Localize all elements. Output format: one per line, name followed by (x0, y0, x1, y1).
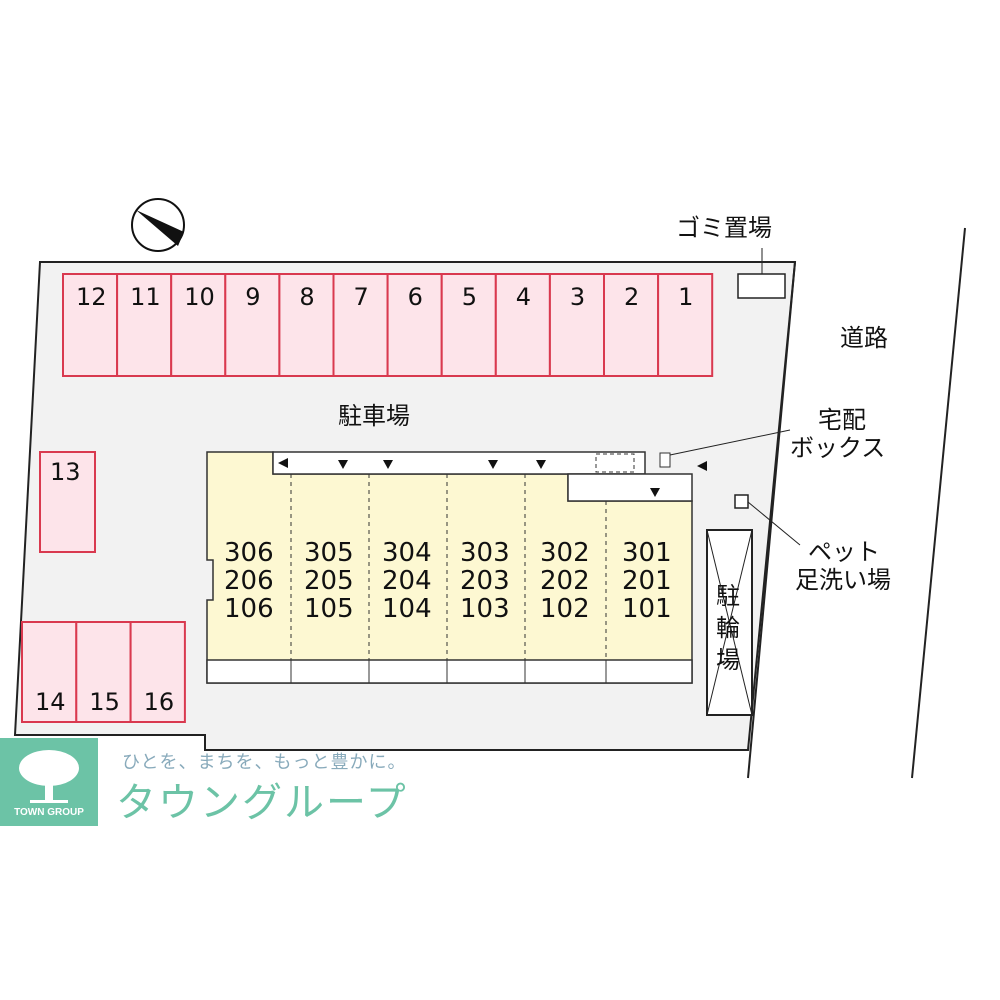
parking-row-top (62, 273, 714, 377)
town-group-logo: TOWN GROUP (0, 738, 98, 826)
parking-space-label: 5 (461, 283, 477, 311)
pet-wash-label: ペット (808, 538, 880, 566)
unit-number-floor2: 206 (224, 566, 274, 596)
unit-number-floor1: 104 (382, 594, 432, 624)
unit-number-floor3: 303 (460, 538, 510, 568)
unit-number-floor3: 306 (224, 538, 274, 568)
bicycle-parking (706, 529, 753, 716)
unit-number-floor1: 102 (540, 594, 590, 624)
pet-wash-leader-line (747, 501, 801, 546)
parking-space-label: 12 (76, 283, 107, 311)
parking-row-side (39, 451, 96, 553)
parking-space-label: 4 (515, 283, 532, 311)
unit-number-floor2: 204 (382, 566, 432, 596)
parking-space-label: 6 (407, 283, 423, 311)
road-edge (911, 227, 966, 779)
parking-space (21, 621, 78, 723)
parking-space-label: 9 (245, 283, 261, 311)
apartment-building (206, 451, 707, 684)
bicycle-parking-label: 駐輪場 (716, 582, 740, 674)
unit-number-floor1: 106 (224, 594, 274, 624)
parking-space-label: 10 (184, 283, 215, 311)
parking-space (332, 273, 389, 377)
delivery-box-leader-line (669, 429, 791, 456)
delivery-box-label-2: ボックス (790, 434, 886, 462)
parking-space (170, 273, 227, 377)
unit-number-floor2: 203 (460, 566, 510, 596)
parking-space-label: 2 (624, 283, 640, 311)
parking-space-label: 15 (89, 688, 120, 716)
delivery-box (659, 452, 671, 468)
parking-space-label: 16 (143, 688, 175, 716)
unit-number-floor3: 305 (304, 538, 354, 568)
parking-space (129, 621, 186, 723)
garbage-label: ゴミ置場 (676, 214, 772, 242)
parking-space-label: 1 (678, 283, 694, 311)
north-arrow-icon (131, 198, 185, 252)
parking-space-label: 11 (130, 283, 161, 311)
pet-wash-area (734, 494, 749, 509)
brand-tagline: ひとを、まちを、もっと豊かに。 (122, 752, 407, 773)
parking-space-label: 7 (353, 283, 369, 311)
parking-space-label: 3 (569, 283, 586, 311)
tree-icon (19, 750, 79, 803)
unit-number-floor3: 302 (540, 538, 590, 568)
unit-number-floor3: 301 (622, 538, 672, 568)
logo-text: TOWN GROUP (14, 807, 84, 818)
parking-space (440, 273, 497, 377)
parking-space (278, 273, 335, 377)
road-label: 道路 (840, 324, 888, 352)
delivery-box-label: 宅配 (818, 406, 866, 434)
brand-name: タウングループ (116, 780, 408, 826)
unit-number-floor1: 105 (304, 594, 354, 624)
parking-space (386, 273, 443, 377)
unit-number-floor2: 201 (622, 566, 672, 596)
pet-wash-label-2: 足洗い場 (795, 566, 891, 594)
parking-row-bottom (21, 621, 186, 723)
parking-space (548, 273, 606, 377)
garbage-area (737, 273, 786, 299)
unit-number-floor1: 103 (460, 594, 510, 624)
parking-space (657, 273, 714, 377)
parking-space (603, 273, 660, 377)
parking-lot-label: 駐車場 (338, 402, 410, 430)
parking-space-label: 13 (50, 458, 81, 486)
parking-space-label: 8 (299, 283, 315, 311)
parking-space (116, 273, 173, 377)
parking-space (75, 621, 132, 723)
unit-number-floor3: 304 (382, 538, 432, 568)
unit-number-floor2: 205 (304, 566, 354, 596)
parking-space-label: 14 (35, 688, 66, 716)
unit-number-floor1: 101 (622, 594, 672, 624)
entrance-markers (278, 458, 707, 497)
parking-space (224, 273, 281, 377)
lot-right-edge (747, 261, 796, 779)
unit-number-floor2: 202 (540, 566, 590, 596)
parking-space (39, 451, 96, 553)
